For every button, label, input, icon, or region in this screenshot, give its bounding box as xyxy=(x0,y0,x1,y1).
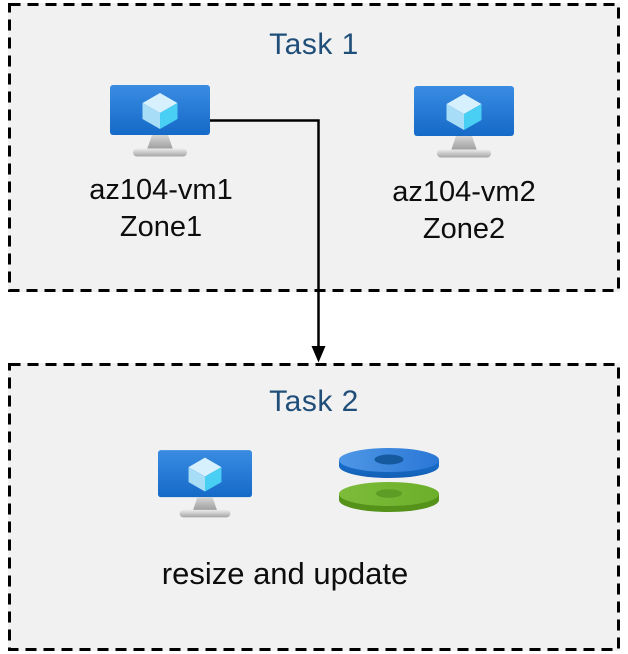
vm2-zone: Zone2 xyxy=(422,213,506,245)
vm2-name: az104-vm2 xyxy=(392,176,536,208)
vm1-zone: Zone1 xyxy=(119,211,203,243)
vm2-label: az104-vm2 Zone2 xyxy=(339,174,589,248)
vm-icon xyxy=(414,86,514,158)
vm1-name: az104-vm1 xyxy=(89,174,233,206)
task2-caption: resize and update xyxy=(161,556,409,591)
vm-icon xyxy=(110,85,210,157)
arrowhead-icon xyxy=(311,346,326,363)
task1-title: Task 1 xyxy=(269,28,359,61)
vm-icon xyxy=(158,450,252,518)
disks-icon xyxy=(338,446,440,514)
task2-title: Task 2 xyxy=(269,385,359,418)
vm1-label: az104-vm1 Zone1 xyxy=(36,172,286,246)
